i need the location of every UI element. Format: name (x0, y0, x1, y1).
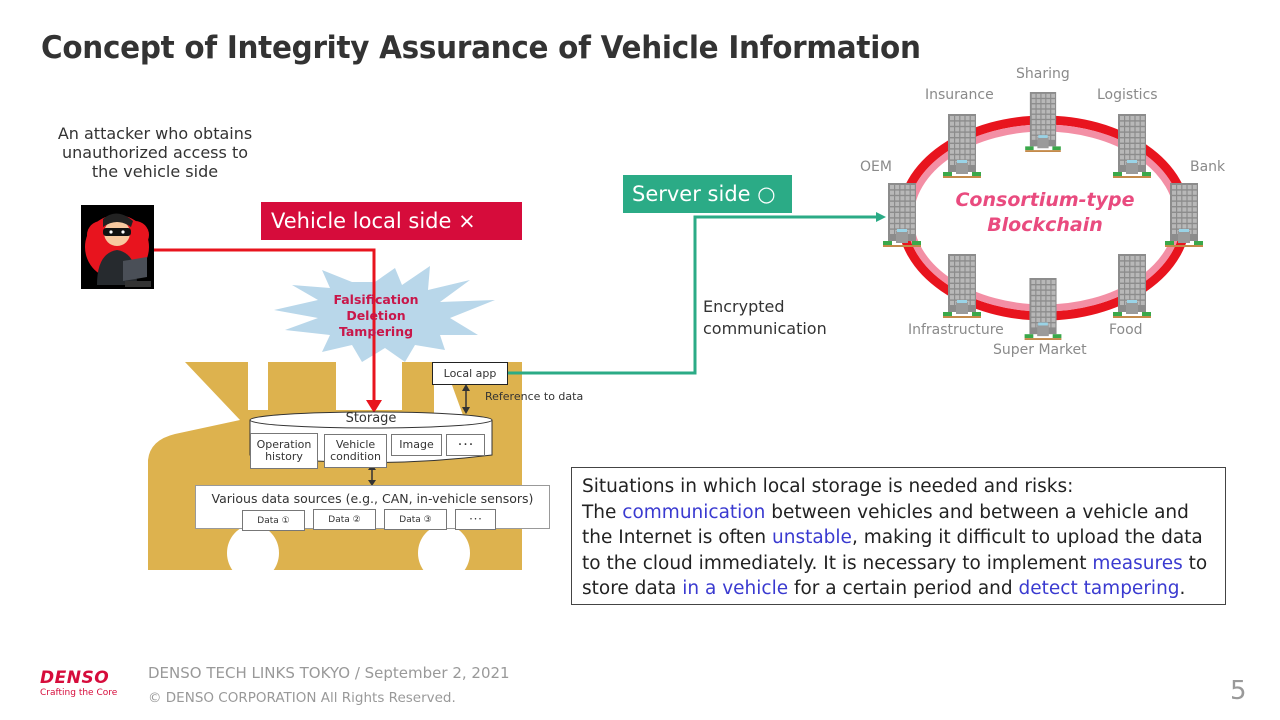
encrypted-arrowhead (876, 212, 886, 222)
slide-title: Concept of Integrity Assurance of Vehicl… (41, 30, 921, 66)
node-label-infrastructure: Infrastructure (908, 322, 1004, 338)
attack-arrowhead (366, 400, 382, 413)
storage-item-more: ･･･ (446, 434, 485, 456)
building-icon (1024, 278, 1062, 340)
data-item-more: ･･･ (455, 509, 496, 530)
car-wheel-rear (418, 525, 470, 581)
building-icon (883, 183, 921, 247)
highlighted-phrase: communication (622, 501, 766, 523)
blockchain-title: Consortium-type Blockchain (930, 188, 1160, 238)
note-text: between vehicles and between a vehicle a… (582, 501, 1189, 549)
denso-tagline: Crafting the Core (40, 688, 118, 698)
storage-item-image: Image (391, 434, 442, 456)
attack-type: Deletion (346, 308, 406, 323)
attacker-line: An attacker who obtains (57, 124, 253, 143)
building-icon (1113, 114, 1151, 178)
attacker-line: the vehicle side (91, 162, 219, 181)
building-icon (943, 254, 981, 318)
attack-path-line (154, 248, 376, 402)
storage-item-line: Operation (256, 438, 312, 451)
note-text: The (582, 501, 623, 523)
attacker-line: unauthorized access to (62, 143, 248, 162)
encrypted-comm-line (508, 215, 878, 375)
footer-event: DENSO TECH LINKS TOKYO / September 2, 20… (148, 664, 510, 682)
building-icon (1113, 254, 1151, 318)
attacker-description: An attacker who obtains unauthorized acc… (40, 124, 270, 181)
encrypted-communication-label: Encrypted communication (703, 296, 827, 340)
data-item-1: Data ① (242, 510, 305, 531)
storage-label: Storage (345, 411, 397, 426)
reference-to-data-label: Reference to data (485, 390, 584, 403)
building-icon (1165, 183, 1203, 247)
storage-item-line: Vehicle (335, 438, 376, 451)
risk-note-heading: Situations in which local storage is nee… (582, 476, 1074, 497)
encrypted-line: communication (703, 319, 827, 338)
node-label-oem: OEM (860, 159, 892, 175)
reference-arrow-up (462, 384, 470, 391)
node-label-super-market: Super Market (993, 342, 1087, 358)
note-text: for a certain period and (788, 578, 1019, 599)
highlighted-phrase: unstable (772, 527, 852, 548)
attack-type: Tampering (338, 324, 414, 339)
vehicle-local-side-label: Vehicle local side × (261, 202, 522, 240)
highlighted-phrase: detect tampering (1018, 578, 1180, 599)
server-side-label: Server side ○ (623, 175, 792, 213)
blockchain-title-line: Blockchain (987, 214, 1103, 236)
footer-copyright: © DENSO CORPORATION All Rights Reserved. (148, 690, 456, 706)
encrypted-line: Encrypted (703, 297, 785, 316)
note-text: , making it difficult to upload the data… (582, 527, 1203, 574)
building-icon (943, 114, 981, 178)
attack-type: Falsification (333, 292, 419, 307)
car-windshield-gap (148, 362, 185, 430)
blockchain-title-line: Consortium-type (955, 189, 1135, 211)
building-icon (1024, 92, 1062, 152)
data-item-2: Data ② (313, 509, 376, 530)
attack-burst-text: Falsification Deletion Tampering (316, 292, 436, 340)
node-label-sharing: Sharing (1016, 66, 1070, 82)
local-app-box: Local app (432, 362, 508, 385)
highlighted-phrase: measures (1092, 552, 1183, 574)
note-text: . (1179, 578, 1186, 599)
storage-item-line: condition (330, 450, 381, 463)
page-number: 5 (1230, 676, 1247, 706)
source-arrow-down (368, 480, 376, 486)
storage-item-line: ･･･ (457, 438, 474, 451)
car-bottom-mask (140, 570, 540, 590)
risk-note-body: The communication between vehicles and b… (582, 500, 1215, 602)
node-label-bank: Bank (1190, 159, 1226, 175)
attack-burst-shape (274, 266, 495, 362)
storage-item-line: history (265, 450, 303, 463)
attacker-icon (81, 205, 154, 289)
highlighted-phrase: in a vehicle (682, 578, 789, 599)
node-label-food: Food (1109, 322, 1143, 338)
note-text: to store data (582, 552, 1208, 600)
risk-note-box: Situations in which local storage is nee… (571, 467, 1226, 605)
car-wheel-front (227, 525, 279, 581)
node-label-logistics: Logistics (1097, 87, 1158, 103)
storage-item-line: Image (399, 438, 434, 451)
denso-logo: DENSO (40, 668, 110, 688)
data-sources-label: Various data sources (e.g., CAN, in-vehi… (211, 491, 534, 506)
reference-arrow-down (462, 407, 470, 414)
node-label-insurance: Insurance (925, 87, 994, 103)
data-item-3: Data ③ (384, 509, 447, 530)
